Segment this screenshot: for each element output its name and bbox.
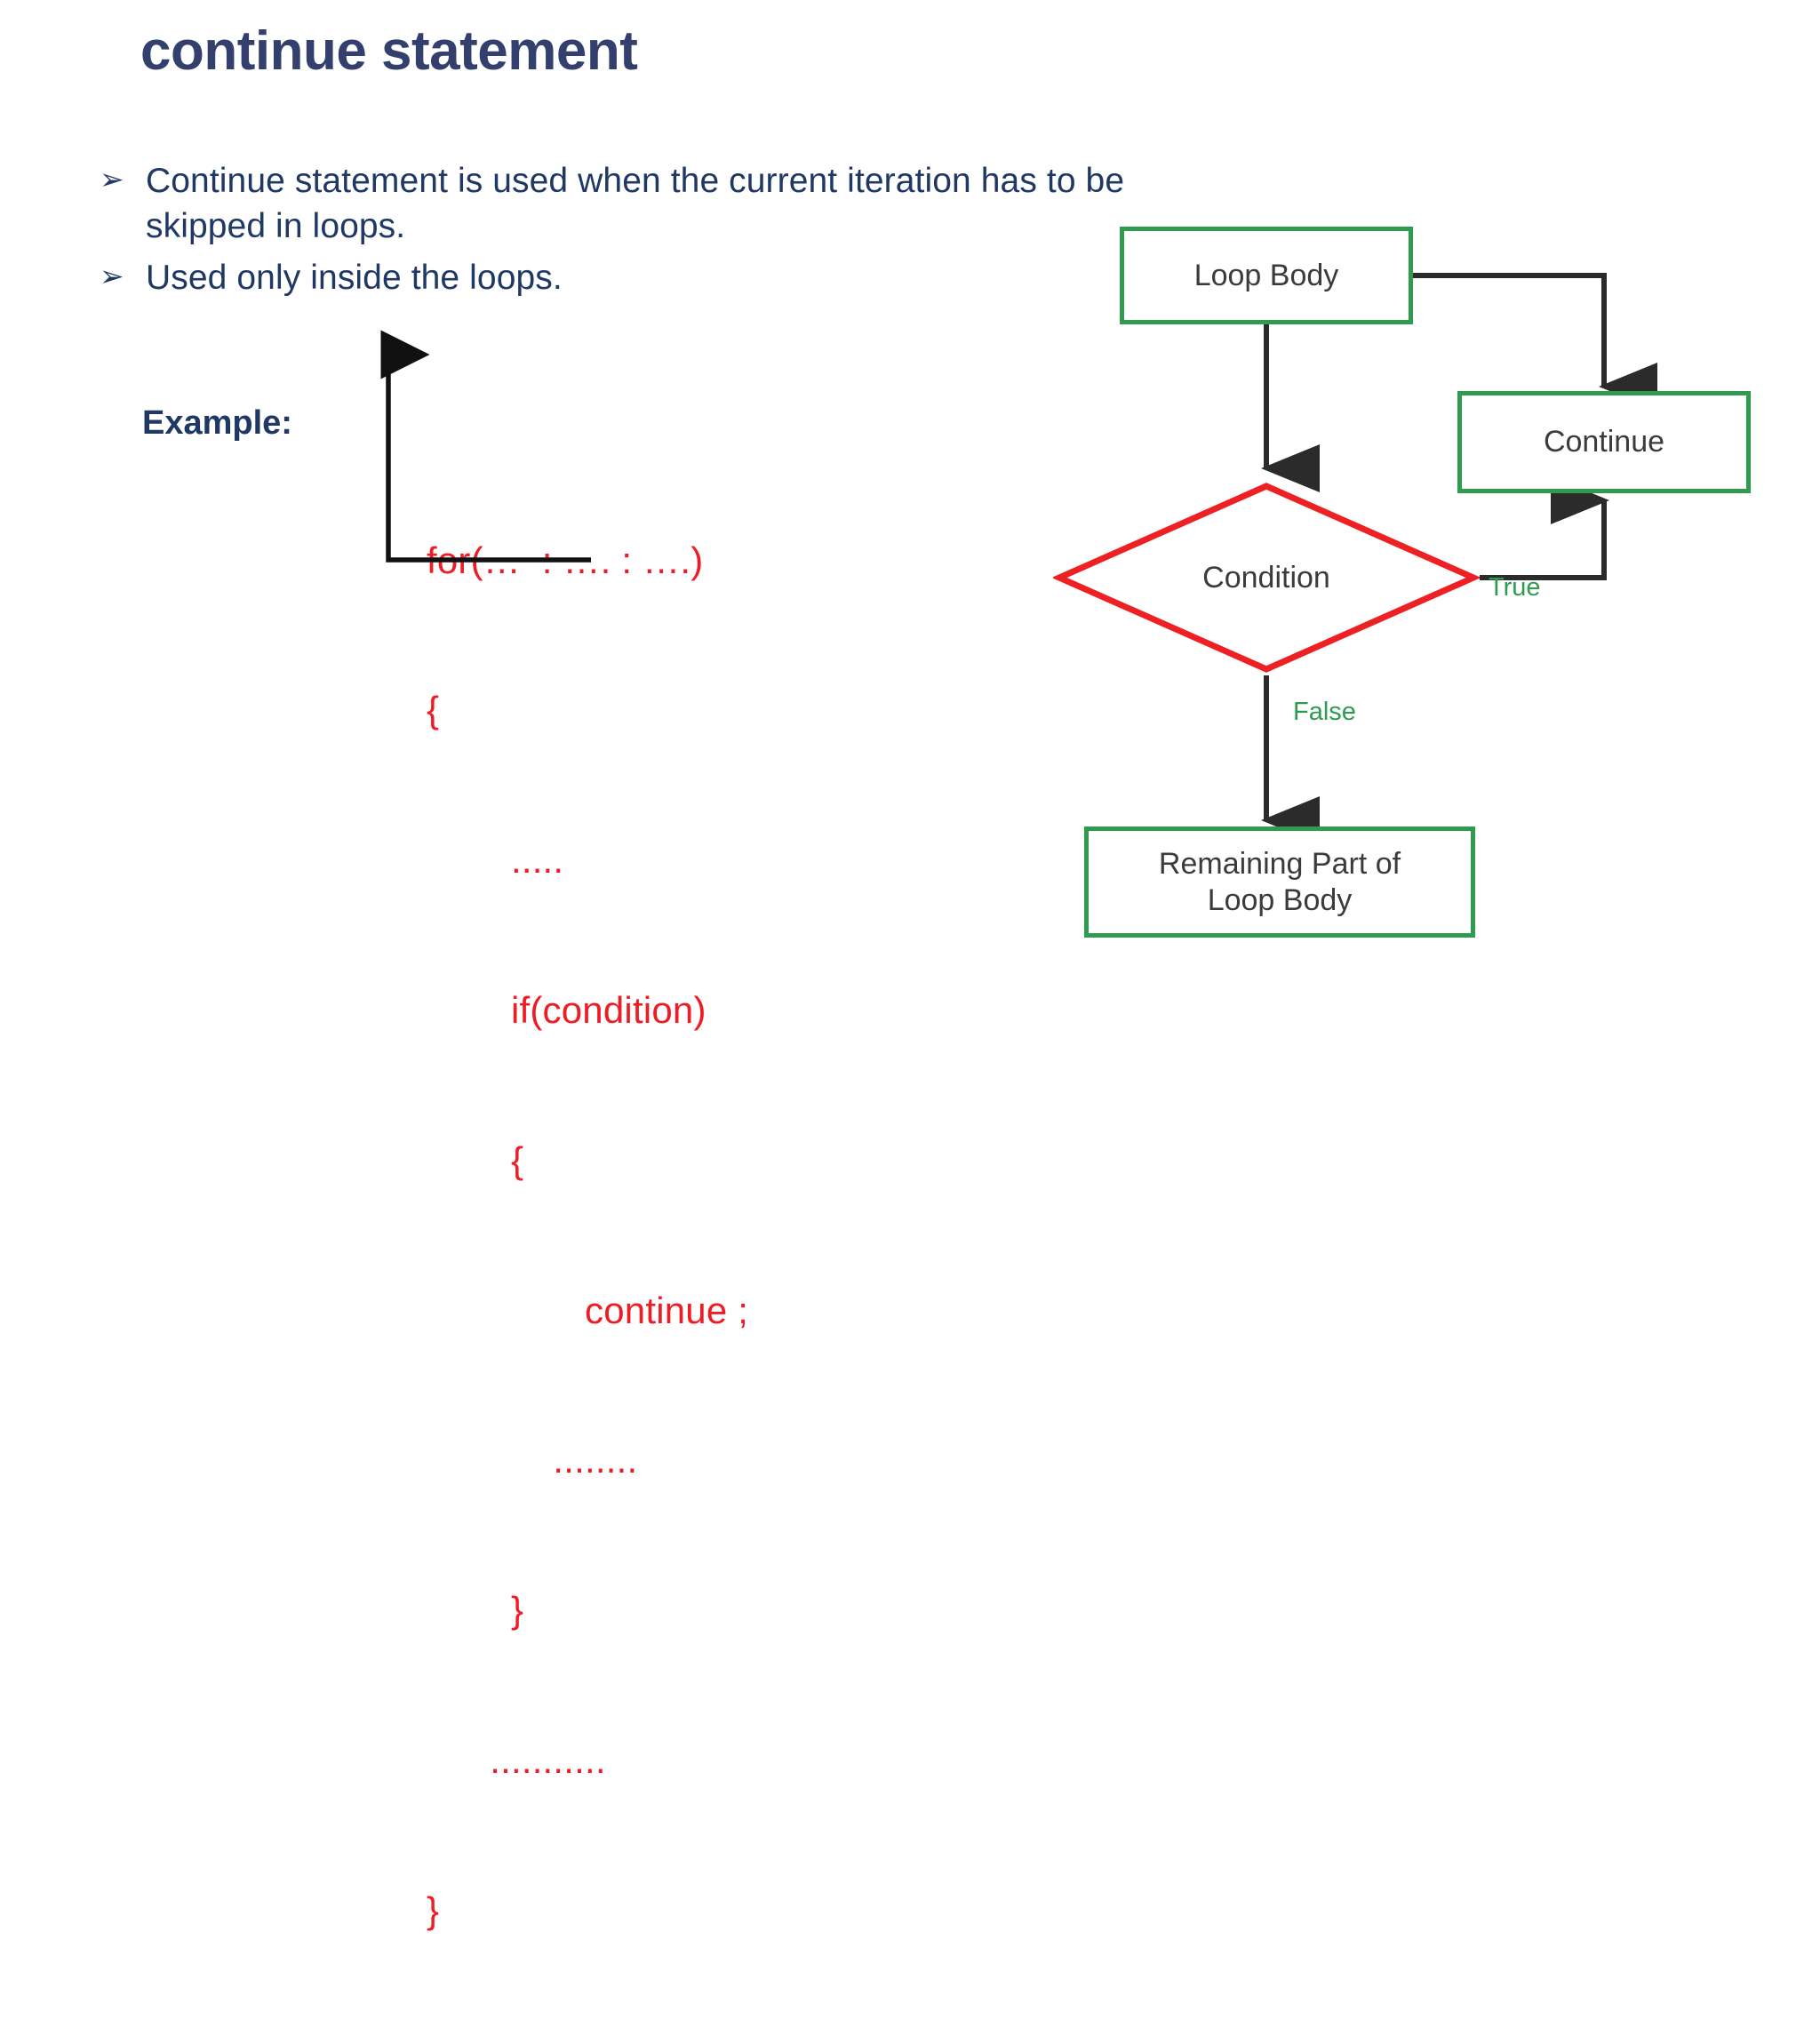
bullet-list: ➢ Continue statement is used when the cu… — [100, 158, 1148, 306]
list-item: ➢ Continue statement is used when the cu… — [100, 158, 1148, 250]
flow-node-label-line1: Remaining Part of — [1158, 847, 1401, 882]
bullet-text: Used only inside the loops. — [146, 258, 563, 297]
arrow-bullet-icon: ➢ — [100, 163, 124, 196]
flowchart: Loop Body Continue Condition True False … — [1053, 227, 1804, 1009]
code-line-dots-2: ........ — [427, 1439, 638, 1481]
edge-label-true: True — [1489, 573, 1541, 602]
flow-node-remaining-part: Remaining Part of Loop Body — [1084, 826, 1475, 938]
slide-canvas: continue statement ➢ Continue statement … — [100, 20, 1804, 1931]
flow-node-condition: Condition — [1053, 480, 1480, 675]
flow-node-label: Loop Body — [1193, 258, 1339, 292]
example-label: Example: — [142, 404, 292, 442]
code-line-if: if(condition) — [427, 988, 706, 1031]
flow-node-label: Remaining Part of Loop Body — [1159, 846, 1401, 917]
code-line-for: for(… : …. : ….) — [427, 539, 704, 581]
list-item: ➢ Used only inside the loops. — [100, 255, 1148, 300]
flow-node-loop-body: Loop Body — [1120, 227, 1413, 324]
code-block: for(… : …. : ….) { ..... if(condition) {… — [427, 435, 748, 2036]
code-line-open-if: { — [427, 1138, 524, 1181]
code-line-open-for: { — [427, 689, 440, 731]
page-title: continue statement — [140, 20, 638, 82]
arrow-bullet-icon: ➢ — [100, 259, 124, 292]
flow-node-label: Condition — [1202, 560, 1330, 595]
flow-node-label: Continue — [1543, 425, 1665, 459]
flowchart-edges — [1261, 273, 1657, 844]
flow-node-label-line2: Loop Body — [1207, 882, 1353, 917]
diamond-shape-icon — [1053, 483, 1480, 673]
bullet-text: Continue statement is used when the curr… — [146, 162, 1125, 246]
code-line-close-if: } — [427, 1589, 524, 1632]
edge-label-false: False — [1293, 698, 1356, 726]
code-line-dots-3: ........... — [427, 1738, 606, 1781]
flow-node-continue: Continue — [1457, 391, 1751, 493]
code-line-continue: continue ; — [427, 1289, 749, 1331]
code-line-dots-1: ..... — [427, 839, 564, 882]
code-line-close-for: } — [427, 1888, 440, 1931]
